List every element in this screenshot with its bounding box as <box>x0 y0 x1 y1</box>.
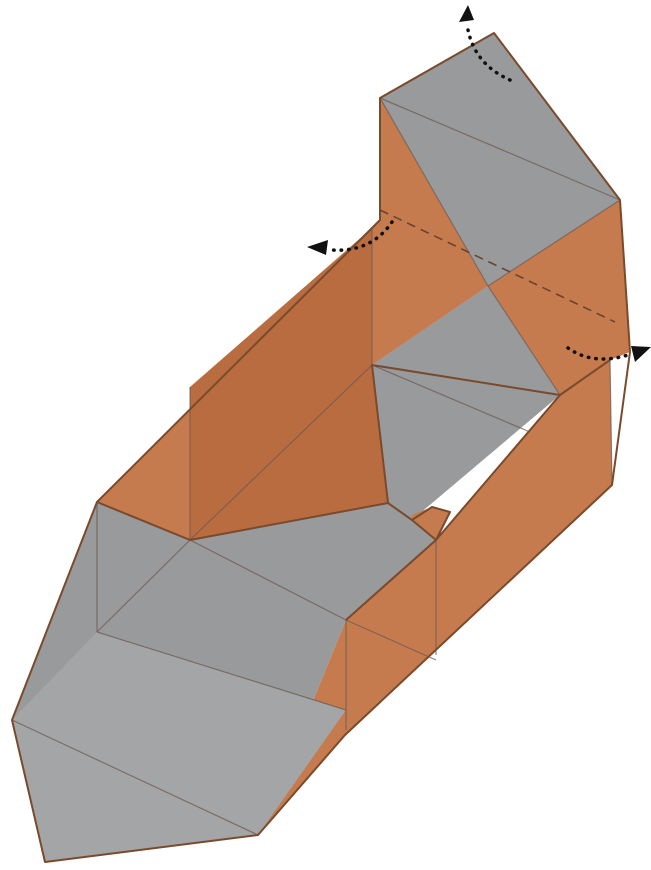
paper-faces <box>12 33 630 862</box>
left-wall-inner-panel <box>190 228 388 540</box>
